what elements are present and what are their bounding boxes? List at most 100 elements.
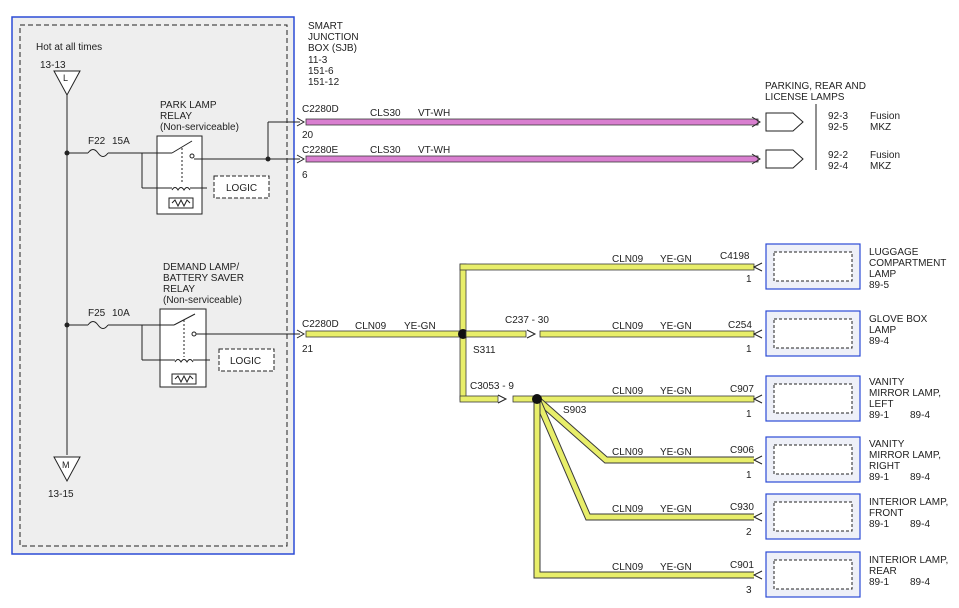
park-relay-arm bbox=[171, 140, 193, 154]
load-pin-luggage: 1 bbox=[746, 274, 752, 285]
sjb-refs: 11-3 151-6 151-12 bbox=[308, 55, 340, 88]
park-connector-arrow-1 bbox=[296, 117, 306, 127]
park-relay-contact bbox=[189, 153, 195, 159]
bottom-bus-ref: 13-15 bbox=[48, 489, 74, 500]
parking-lamp-plug-2 bbox=[765, 149, 804, 169]
c3053-label: C3053 - 9 bbox=[470, 381, 514, 392]
sjb-box bbox=[11, 16, 295, 555]
load-circuit-glovebox: CLN09 bbox=[612, 321, 644, 332]
load-connector-glovebox: C254 bbox=[728, 320, 752, 331]
load-inner-vanity-left bbox=[773, 383, 853, 414]
demand-relay-contact bbox=[191, 331, 197, 337]
demand-relay-coil bbox=[174, 359, 194, 363]
load-inner-luggage bbox=[773, 251, 853, 282]
load-name-int-front: INTERIOR LAMP, FRONT 89-1 89-4 bbox=[869, 497, 951, 530]
hot-at-all-times-label: Hot at all times bbox=[36, 42, 102, 53]
park-relay-title: PARK LAMP RELAY (Non-serviceable) bbox=[160, 100, 239, 133]
glovebox-feed-a bbox=[465, 330, 527, 338]
fan-wire-rear bbox=[534, 399, 754, 578]
demand-color: YE-GN bbox=[404, 321, 436, 332]
parking-model-2b: MKZ bbox=[870, 161, 891, 172]
sjb-inner-border bbox=[19, 24, 288, 547]
park-wire-1 bbox=[305, 118, 759, 126]
load-connector-vanity-left: C907 bbox=[730, 384, 754, 395]
park-fuse-symbol bbox=[87, 149, 109, 157]
demand-relay-arm bbox=[173, 313, 196, 326]
park-circuit-1: CLS30 bbox=[370, 108, 401, 119]
load-circuit-int-rear: CLN09 bbox=[612, 562, 644, 573]
parking-model-1a: Fusion bbox=[870, 111, 900, 122]
park-relay-resistor-zz bbox=[171, 198, 191, 208]
park-wire-2 bbox=[305, 155, 759, 163]
glovebox-feed-b bbox=[539, 330, 755, 338]
c237-label: C237 - 30 bbox=[505, 315, 549, 326]
load-inner-glovebox bbox=[773, 318, 853, 349]
c3053-arrow bbox=[497, 394, 508, 404]
load-inner-int-rear bbox=[773, 559, 853, 590]
parking-model-2a: Fusion bbox=[870, 150, 900, 161]
load-circuit-luggage: CLN09 bbox=[612, 254, 644, 265]
load-pin-glovebox: 1 bbox=[746, 344, 752, 355]
load-inner-int-front bbox=[773, 501, 853, 532]
top-bus-letter: L bbox=[63, 73, 68, 83]
load-circuit-vanity-left: CLN09 bbox=[612, 386, 644, 397]
load-pin-int-rear: 3 bbox=[746, 585, 752, 596]
luggage-feed bbox=[459, 263, 755, 271]
load-name-vanity-right: VANITY MIRROR LAMP, RIGHT 89-1 89-4 bbox=[869, 439, 944, 483]
demand-logic-label: LOGIC bbox=[230, 356, 261, 367]
park-circuit-2: CLS30 bbox=[370, 145, 401, 156]
park-logic-box bbox=[213, 175, 270, 199]
splice-s903 bbox=[532, 394, 542, 404]
load-connector-int-rear: C901 bbox=[730, 560, 754, 571]
load-name-int-rear: INTERIOR LAMP, REAR 89-1 89-4 bbox=[869, 555, 951, 588]
c237-arrow bbox=[526, 329, 537, 339]
top-bus-triangle bbox=[53, 70, 81, 97]
parking-ref-1b: 92-5 bbox=[828, 122, 848, 133]
load-connector-int-front: C930 bbox=[730, 502, 754, 513]
fan-wire-front bbox=[534, 398, 754, 520]
load-name-luggage: LUGGAGE COMPARTMENT LAMP 89-5 bbox=[869, 247, 949, 291]
load-circuit-vanity-right: CLN09 bbox=[612, 447, 644, 458]
load-name-vanity-left: VANITY MIRROR LAMP, LEFT 89-1 89-4 bbox=[869, 377, 944, 421]
bottom-bus-letter: M bbox=[62, 460, 70, 470]
load-arrow-int-front bbox=[752, 512, 763, 522]
splice-s311 bbox=[458, 329, 468, 339]
demand-relay-resistor bbox=[171, 373, 197, 385]
demand-connector: C2280D bbox=[302, 319, 339, 330]
load-arrow-vanity-right bbox=[752, 455, 763, 465]
load-inner-vanity-right bbox=[773, 444, 853, 475]
parking-lamp-plug-1 bbox=[765, 112, 804, 132]
park-logic-label: LOGIC bbox=[226, 183, 257, 194]
park-pin-2: 6 bbox=[302, 170, 308, 181]
vanity-left-feed bbox=[536, 395, 755, 403]
load-color-int-front: YE-GN bbox=[660, 504, 692, 515]
park-fuse-name: F22 bbox=[88, 136, 106, 147]
load-connector-vanity-right: C906 bbox=[730, 445, 754, 456]
parking-ref-2a: 92-2 bbox=[828, 150, 848, 161]
load-pin-int-front: 2 bbox=[746, 527, 752, 538]
load-color-int-rear: YE-GN bbox=[660, 562, 692, 573]
load-pin-vanity-left: 1 bbox=[746, 409, 752, 420]
load-arrow-int-rear bbox=[752, 570, 763, 580]
park-relay-resistor bbox=[168, 197, 194, 209]
park-fuse-rating: 15A bbox=[112, 136, 130, 147]
load-connector-luggage: C4198 bbox=[720, 251, 750, 262]
bottom-bus-triangle bbox=[53, 456, 81, 483]
load-pin-vanity-right: 1 bbox=[746, 470, 752, 481]
park-color-1: VT-WH bbox=[418, 108, 450, 119]
park-wire-2-arrow bbox=[751, 153, 761, 165]
demand-fuse-rating: 10A bbox=[112, 308, 130, 319]
load-color-vanity-right: YE-GN bbox=[660, 447, 692, 458]
splice-s311-label: S311 bbox=[473, 345, 496, 356]
load-name-glovebox: GLOVE BOX LAMP 89-4 bbox=[869, 314, 930, 347]
demand-connector-arrow bbox=[296, 329, 306, 339]
park-connector-1: C2280D bbox=[302, 104, 339, 115]
park-connector-2: C2280E bbox=[302, 145, 338, 156]
load-color-vanity-left: YE-GN bbox=[660, 386, 692, 397]
demand-pin: 21 bbox=[302, 344, 314, 355]
park-color-2: VT-WH bbox=[418, 145, 450, 156]
load-color-luggage: YE-GN bbox=[660, 254, 692, 265]
park-wire-1-arrow bbox=[751, 116, 761, 128]
park-pin-1: 20 bbox=[302, 130, 314, 141]
